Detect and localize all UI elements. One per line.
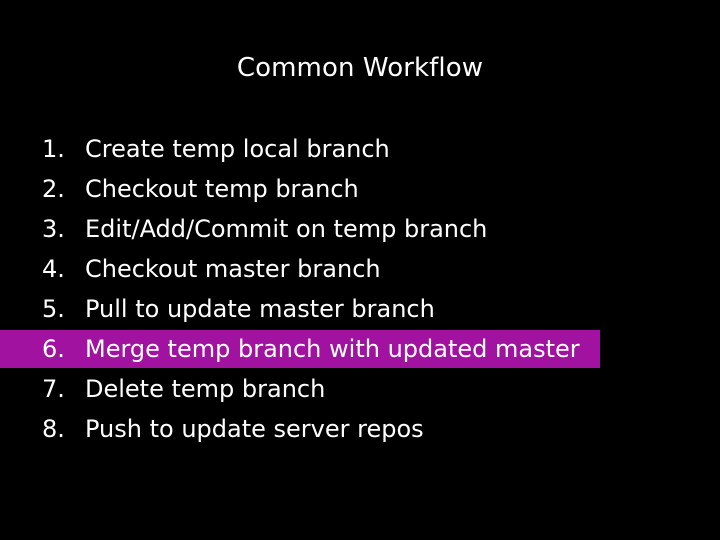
list-item-number: 1. — [42, 135, 65, 163]
list-item-label: Checkout master branch — [85, 255, 381, 283]
list-item-label: Pull to update master branch — [85, 295, 435, 323]
list-item[interactable]: 1. Create temp local branch — [0, 129, 720, 169]
list-item-label: Push to update server repos — [85, 415, 424, 443]
list-item[interactable]: 7. Delete temp branch — [0, 369, 720, 409]
list-item-highlighted[interactable]: 6. Merge temp branch with updated master — [0, 329, 720, 369]
list-item-number: 6. — [42, 335, 65, 363]
list-item[interactable]: 3. Edit/Add/Commit on temp branch — [0, 209, 720, 249]
list-item-number: 8. — [42, 415, 65, 443]
list-item-number: 7. — [42, 375, 65, 403]
list-item[interactable]: 5. Pull to update master branch — [0, 289, 720, 329]
list-item-number: 4. — [42, 255, 65, 283]
list-item-number: 3. — [42, 215, 65, 243]
highlight-bar — [0, 330, 600, 368]
list-item-label: Edit/Add/Commit on temp branch — [85, 215, 488, 243]
page-title: Common Workflow — [236, 53, 484, 83]
list-item-label: Create temp local branch — [85, 135, 390, 163]
list-item-number: 2. — [42, 175, 65, 203]
list-item[interactable]: 2. Checkout temp branch — [0, 169, 720, 209]
list-item-label: Checkout temp branch — [85, 175, 359, 203]
list-item-number: 5. — [42, 295, 65, 323]
list-item-label: Delete temp branch — [85, 375, 326, 403]
list-item[interactable]: 4. Checkout master branch — [0, 249, 720, 289]
list-item[interactable]: 8. Push to update server repos — [0, 409, 720, 449]
workflow-step-list: 1. Create temp local branch 2. Checkout … — [0, 129, 720, 449]
list-item-label: Merge temp branch with updated master — [85, 335, 580, 363]
